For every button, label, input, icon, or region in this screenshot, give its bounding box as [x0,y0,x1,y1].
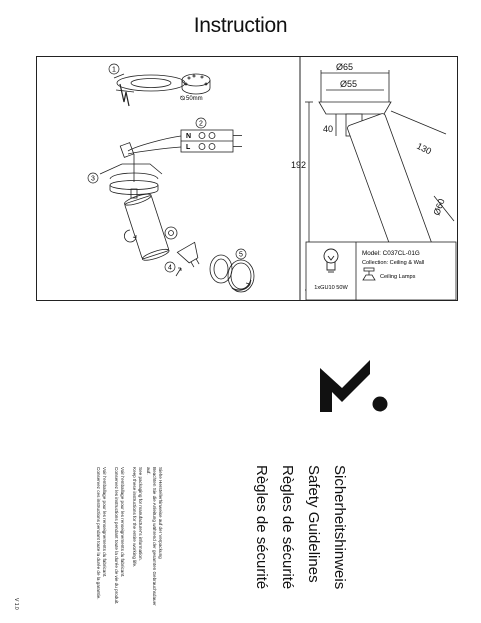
lamp-socket [164,226,178,240]
text-column-4: Voir l'emballage pour les renseignements… [95,467,107,600]
step-5-marker: 5 [239,252,243,259]
dimension-drawing [305,70,455,291]
ceiling-cutout-disc [181,73,211,95]
text-line: Voir l'emballage pour les renseignements… [120,467,125,578]
heading-french-2: Règles de sécurité [253,465,270,590]
live-wire-label: L [186,144,191,151]
supply-wires [127,135,182,155]
diameter-symbol: ⦰ [180,95,185,102]
neutral-wire-label: N [186,133,191,140]
version-label: V 1.0 [13,598,19,610]
wire-connector [119,142,135,158]
category-label: Ceiling Lamps [380,274,416,280]
text-column-3: Voir l'emballage pour les renseignements… [113,467,125,604]
heading-english: Safety Guidelines [305,465,322,583]
total-height-label: 192 [291,160,306,170]
step-2-marker: 2 [199,121,203,128]
text-line: Conservez les instructions pendant toute… [114,467,120,605]
step-3-marker: 3 [91,176,95,183]
step-1-marker: 1 [112,67,116,74]
brand-logo [320,360,388,412]
collection-name: Collection: Ceiling & Wall [362,260,424,266]
step-4-marker: 4 [168,265,172,272]
page-title: Instruction [193,14,288,37]
front-ring [209,254,255,293]
spec-box [305,241,457,300]
inner-diameter-label: Ø55 [340,79,357,89]
arm-length-label: 130 [415,141,433,157]
ceiling-cutout-illustration [113,73,186,107]
diagram-frame [36,56,458,301]
body-diameter-label: Ø60 [431,197,446,216]
text-line: Voir l'emballage pour les renseignements… [102,467,107,578]
installation-diagram: 50mm ⦰ 1 2 3 4 5 N L [87,56,457,300]
text-line: Conservez ces instructions pendant toute… [96,467,102,600]
bulb-icon [323,248,339,273]
mounting-base [99,154,163,199]
text-line: Siehe Herstellerhinweise auf der Verpack… [158,467,163,559]
text-column-2: See packaging for manufacturer's informa… [131,467,143,567]
text-line: Keep these instructions for the entire w… [132,467,138,568]
spotlight-body [124,193,170,261]
base-height-label: 40 [323,124,333,134]
text-line: See packaging for manufacturer's informa… [138,467,143,561]
terminal-block [180,129,242,153]
text-line: Beachten Sie die Anleitung während der g… [152,467,158,606]
text-column-1: Siehe Herstellerhinweise auf der Verpack… [146,467,163,606]
model-number: Model: C037CL-01G [362,250,420,257]
insert-arrow [175,267,182,277]
rotate-arrow [124,229,137,243]
heading-german: Sicherheitshinweis [331,465,348,590]
heading-french-1: Règles de sécurité [279,465,296,590]
gu10-bulb [176,241,200,268]
cutout-size-label: 50mm [186,96,203,102]
bulb-spec: 1xGU10 50W [314,285,348,291]
outer-diameter-label: Ø65 [336,62,353,72]
ceiling-lamp-icon [362,267,376,281]
